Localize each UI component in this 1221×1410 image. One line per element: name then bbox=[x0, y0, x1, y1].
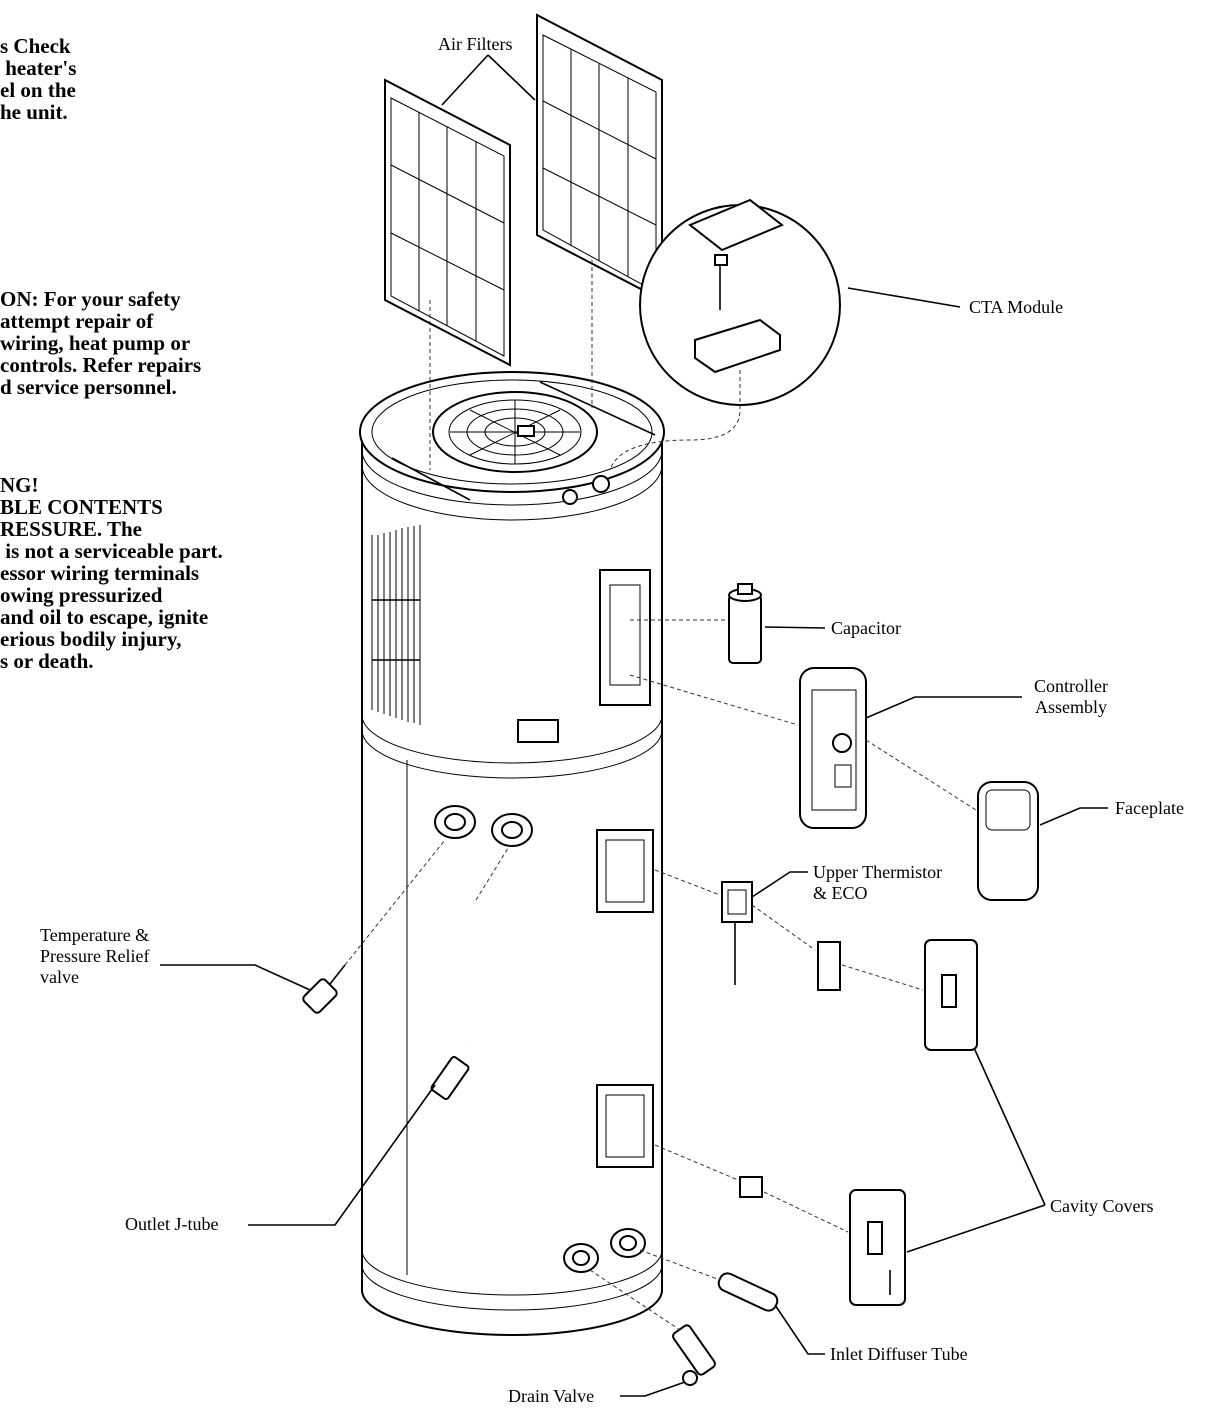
check-rating-note: s Check heater's el on the he unit. bbox=[0, 34, 77, 124]
cavity-cover-upper bbox=[924, 939, 978, 1051]
tp-relief-valve bbox=[302, 964, 346, 1014]
hot-outlet-port bbox=[434, 805, 476, 839]
label-outlet-jtube: Outlet J-tube bbox=[125, 1214, 219, 1234]
inlet-diffuser-tube bbox=[717, 1272, 779, 1312]
warning-notes: s Check heater's el on the he unit. ON: … bbox=[0, 0, 320, 760]
cavity-cover-lower bbox=[849, 1189, 906, 1306]
label-faceplate: Faceplate bbox=[1115, 798, 1184, 818]
outlet-jtube bbox=[430, 899, 482, 1100]
label-inlet-diffuser-tube: Inlet Diffuser Tube bbox=[830, 1344, 968, 1364]
lower-element-clip bbox=[739, 1176, 763, 1198]
eco-bracket bbox=[817, 941, 841, 991]
fan-icon bbox=[432, 391, 598, 473]
label-controller-assembly: Controller Assembly bbox=[1034, 676, 1108, 717]
drain-valve bbox=[672, 1324, 716, 1386]
cold-inlet-port bbox=[491, 813, 533, 847]
warning-note: NG! BLE CONTENTS RESSURE. The is not a s… bbox=[0, 473, 223, 673]
capacitor bbox=[728, 583, 762, 664]
leader-lines bbox=[160, 54, 1108, 1397]
air-filter-left bbox=[384, 78, 511, 367]
faceplate bbox=[977, 781, 1039, 901]
controller-assembly bbox=[799, 667, 867, 829]
label-capacitor: Capacitor bbox=[831, 618, 901, 638]
upper-thermistor-eco bbox=[721, 881, 753, 985]
air-filter-right bbox=[536, 13, 663, 302]
label-drain-valve: Drain Valve bbox=[508, 1386, 595, 1406]
cta-module bbox=[639, 198, 841, 406]
caution-note: ON: For your safety attempt repair of wi… bbox=[0, 287, 202, 399]
label-cta-module: CTA Module bbox=[969, 297, 1064, 317]
label-cavity-covers: Cavity Covers bbox=[1050, 1196, 1154, 1216]
label-tp-relief-valve: Temperature & Pressure Relief valve bbox=[40, 925, 150, 987]
label-upper-thermistor-eco: Upper Thermistor & ECO bbox=[813, 862, 943, 903]
label-air-filters: Air Filters bbox=[438, 34, 513, 54]
tank-body bbox=[359, 371, 665, 1336]
air-grille bbox=[371, 525, 421, 725]
